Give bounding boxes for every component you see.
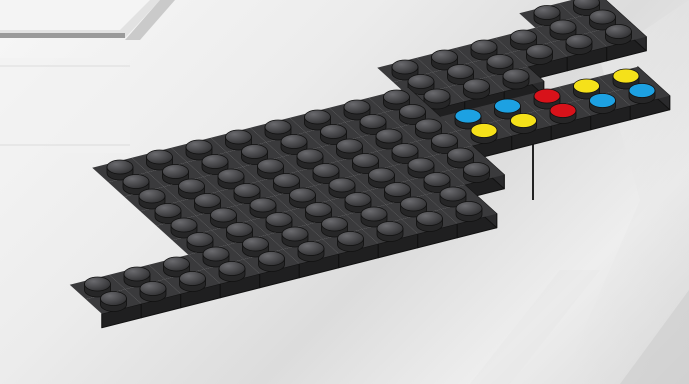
stud xyxy=(503,69,529,89)
stud xyxy=(298,242,324,262)
stud xyxy=(464,79,490,99)
stud xyxy=(456,202,482,222)
stud xyxy=(259,252,285,272)
stud xyxy=(377,222,403,242)
stud xyxy=(219,262,245,282)
stud xyxy=(566,35,592,55)
stud xyxy=(101,292,127,312)
stud xyxy=(338,232,364,252)
stud xyxy=(417,212,443,232)
colored-tile-blue xyxy=(629,84,655,104)
stud xyxy=(527,45,553,65)
stud xyxy=(140,282,166,302)
colored-tile-yellow xyxy=(471,124,497,144)
stud xyxy=(464,163,490,183)
colored-tile-red xyxy=(550,104,576,124)
colored-tile-yellow xyxy=(511,114,537,134)
colored-tile-blue xyxy=(590,94,616,114)
stud xyxy=(180,272,206,292)
stud xyxy=(606,25,632,45)
